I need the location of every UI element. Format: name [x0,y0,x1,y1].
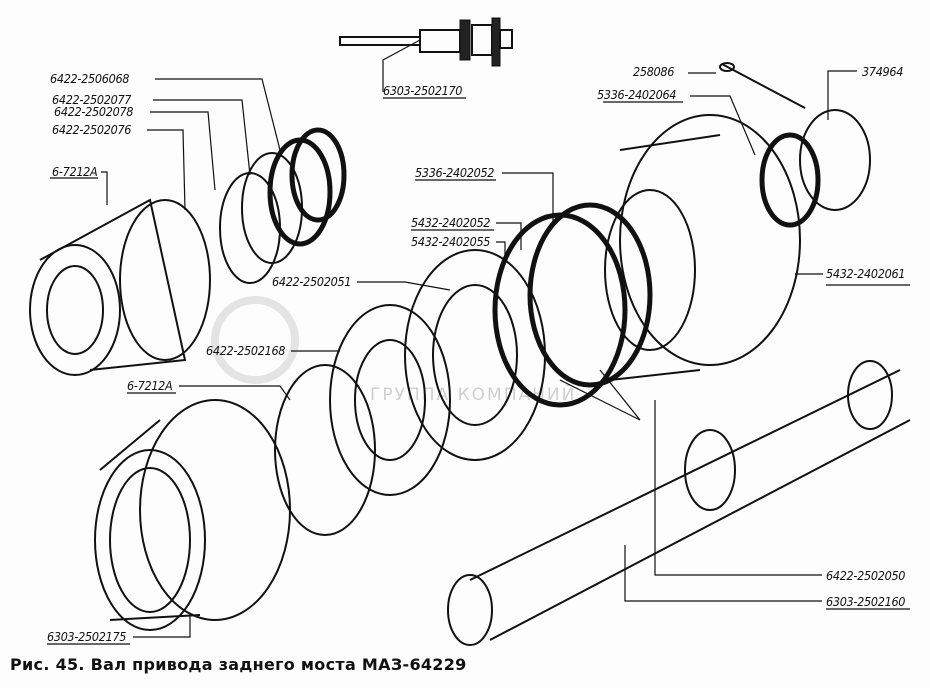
part-label: 5432-2402055 [411,234,490,249]
part-label: 5336-2402064 [597,87,676,102]
part-label: 6-7212А [52,164,97,179]
part-friction-discs [492,202,653,408]
part-bearing-left [29,198,211,376]
part-label: 6422-2502078 [54,104,133,119]
part-shaft [447,360,911,646]
part-bearing-middle [274,304,451,536]
part-label: 5432-2402052 [411,215,490,230]
part-housing-bottom [94,399,291,631]
part-label: 6303-2502170 [383,83,462,98]
leader-lines [101,39,857,638]
part-label: 6422-2502051 [272,274,351,289]
part-label: 6422-2502077 [52,92,132,107]
part-labels: 6303-2502170 6422-2506068 6422-2502077 6… [47,64,910,645]
part-nut-washer [719,62,871,228]
part-label: 6422-2502168 [206,343,285,358]
part-label: 6-7212А [127,378,172,393]
part-label: 6303-2502175 [47,629,126,644]
figure-caption: Рис. 45. Вал привода заднего моста МАЗ-6… [10,655,467,674]
part-label: 5336-2402052 [415,165,494,180]
part-rings [219,127,347,284]
part-clutch-housing [604,114,801,381]
part-label: 6422-2502050 [826,568,905,583]
part-drive-sensor [339,17,513,67]
part-label: 258086 [633,64,674,79]
part-flange-middle [404,249,546,461]
part-label: 374964 [862,64,903,79]
part-label: 6303-2502160 [826,594,905,609]
part-label: 6422-2506068 [50,71,129,86]
part-label: 5432-2402061 [826,266,905,281]
part-label: 6422-2502076 [52,122,131,137]
